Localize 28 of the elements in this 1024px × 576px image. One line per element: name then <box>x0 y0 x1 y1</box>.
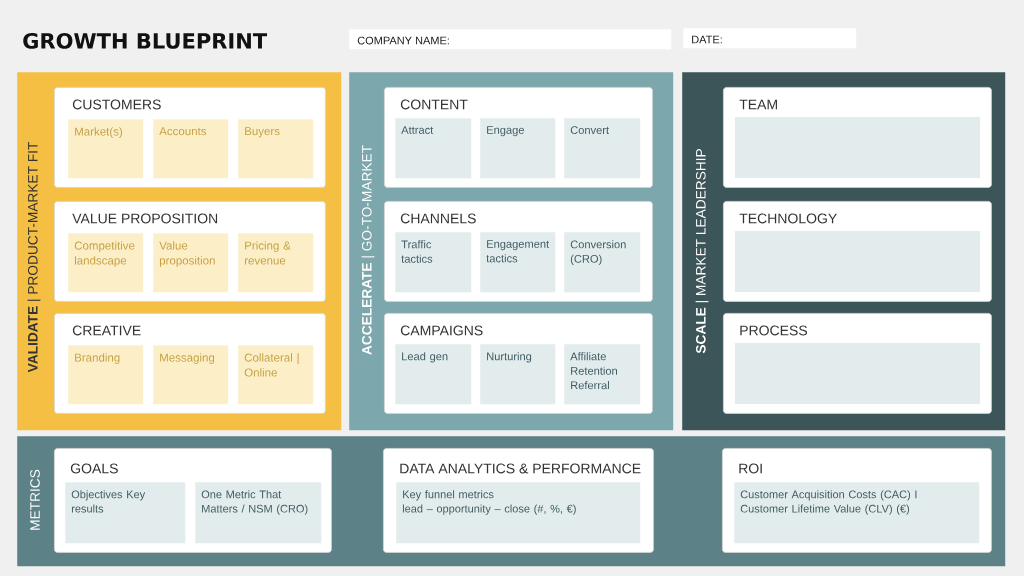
note-cell: Lead gen <box>395 344 472 405</box>
note-cell: Engage <box>480 118 556 179</box>
note-cell: Messaging <box>153 345 229 405</box>
note-cell: Traffic tactics <box>395 232 472 293</box>
blank-cell <box>735 231 980 292</box>
note-cell: Engagement tactics <box>480 232 556 293</box>
input-field: COMPANY NAME: <box>349 29 672 50</box>
note-cell: Branding <box>68 345 144 405</box>
note-cell: Affiliate Retention Referral <box>564 344 641 405</box>
blank-cell <box>735 117 980 178</box>
note-cell: Pricing & revenue <box>238 233 314 293</box>
note-cell: Market(s) <box>68 119 144 179</box>
note-cell: Customer Acquisition Costs (CAC) I Customer Lifetime Value (CLV) (€) <box>734 482 980 544</box>
note-cell: Accounts <box>153 119 229 179</box>
note-cell: Value proposition <box>153 233 229 293</box>
note-cell: Convert <box>564 118 641 179</box>
note-cell: Buyers <box>238 119 314 179</box>
note-cell: One Metric That Matters / NSM (CRO) <box>195 482 322 544</box>
note-cell: Attract <box>395 118 472 179</box>
note-cell: Conversion (CRO) <box>564 232 641 293</box>
blank-cell <box>735 343 980 404</box>
note-cell: Competitive landscape <box>68 233 144 293</box>
note-cell: Collateral | Online <box>238 345 314 405</box>
page-title: GROWTH BLUEPRINT <box>23 32 268 49</box>
input-field: DATE: <box>683 28 857 49</box>
note-cell: Nurturing <box>480 344 556 405</box>
note-cell: Objectives Key results <box>65 482 186 544</box>
note-cell: Key funnel metrics lead – opportunity – close (#, %, €) <box>396 482 641 544</box>
